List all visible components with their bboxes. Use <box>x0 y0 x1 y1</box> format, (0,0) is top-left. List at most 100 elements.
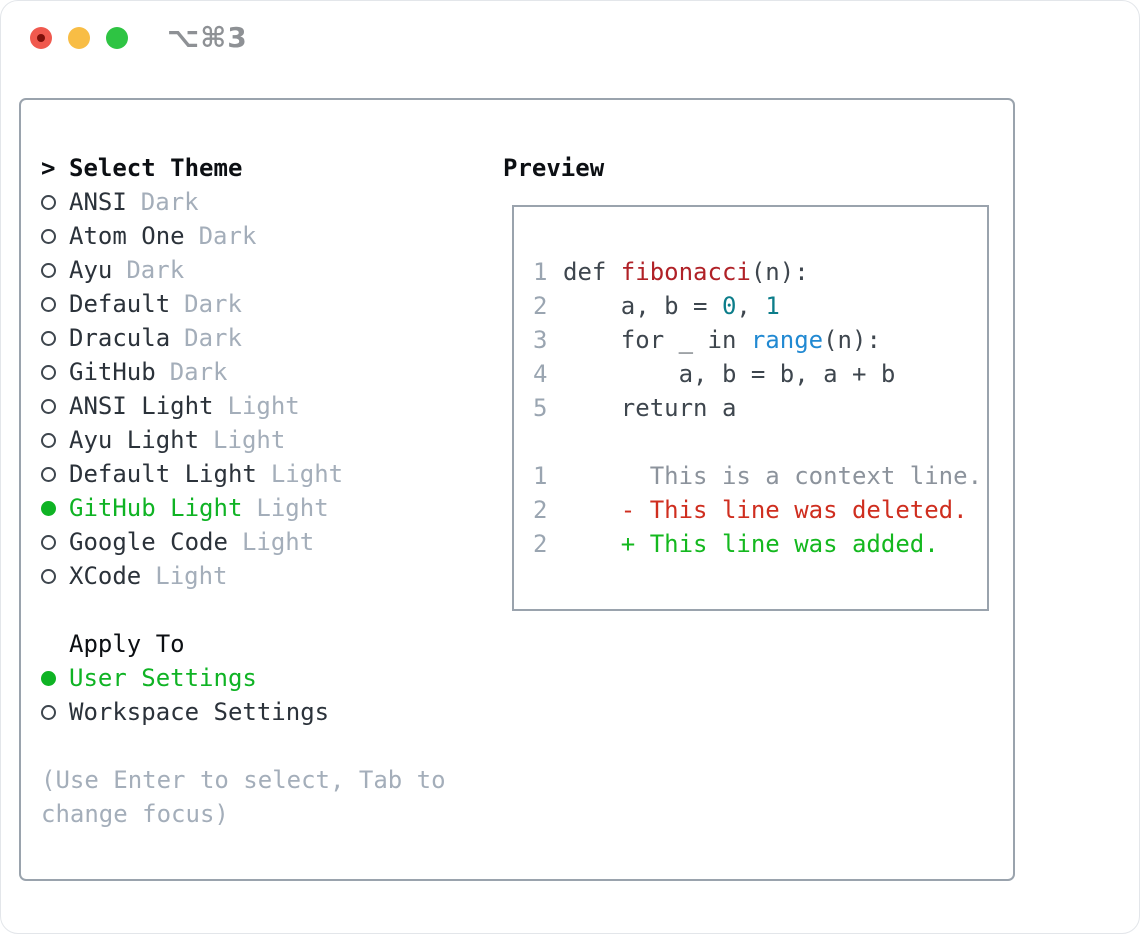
theme-item-ansi[interactable]: ANSI Dark <box>41 185 343 219</box>
theme-item-variant: Dark <box>184 324 242 352</box>
theme-item-variant: Dark <box>198 222 257 250</box>
radio-icon <box>41 534 56 550</box>
code-segment-code: a, b = <box>563 292 722 320</box>
theme-item-github[interactable]: GitHub Dark <box>41 355 343 389</box>
line-number: 2 <box>533 496 548 524</box>
theme-list-header: > Select Theme <box>41 151 343 185</box>
theme-item-variant: Light <box>155 562 228 590</box>
line-number: 5 <box>533 394 548 422</box>
preview-title: Preview <box>503 154 605 182</box>
code-segment-code: (n): <box>750 258 809 286</box>
theme-item-label: GitHub Light <box>69 494 243 522</box>
theme-item-variant: Dark <box>126 256 185 284</box>
radio-icon <box>41 466 56 482</box>
code-line: 3 for _ in range(n): <box>533 323 977 357</box>
unsaved-changes-dot <box>37 34 45 42</box>
radio-icon <box>41 228 56 244</box>
line-number: 3 <box>533 326 548 354</box>
code-segment-code: a, b = b, a + b <box>563 360 896 388</box>
diff-deleted-line: 2 - This line was deleted. <box>533 493 977 527</box>
theme-item-ayu[interactable]: Ayu Dark <box>41 253 343 287</box>
radio-icon <box>41 568 56 584</box>
blank-line <box>533 425 977 459</box>
traffic-lights <box>30 27 128 49</box>
theme-item-label: GitHub <box>69 358 156 386</box>
apply-option-label: User Settings <box>69 664 257 692</box>
code-segment-deleted: - This line was deleted. <box>563 496 968 524</box>
line-number: 2 <box>533 292 548 320</box>
theme-item-variant: Dark <box>140 188 199 216</box>
theme-item-variant: Light <box>213 426 286 454</box>
close-button[interactable] <box>30 27 52 49</box>
code-line: 5 return a <box>533 391 977 425</box>
theme-item-ayu-light[interactable]: Ayu Light Light <box>41 423 343 457</box>
line-number: 2 <box>533 530 548 558</box>
theme-item-atom-one[interactable]: Atom One Dark <box>41 219 343 253</box>
theme-item-dracula[interactable]: Dracula Dark <box>41 321 343 355</box>
radio-icon <box>41 364 56 380</box>
code-line: 4 a, b = b, a + b <box>533 357 977 391</box>
theme-item-label: Ayu <box>69 256 113 284</box>
theme-item-label: XCode <box>69 562 142 590</box>
zoom-button[interactable] <box>106 27 128 49</box>
theme-item-xcode[interactable]: XCode Light <box>41 559 343 593</box>
code-segment-added: + This line was added. <box>563 530 939 558</box>
radio-selected-icon <box>41 670 56 686</box>
diff-added-line: 2 + This line was added. <box>533 527 977 561</box>
window-title: ⌥⌘3 <box>167 21 248 54</box>
line-number: 1 <box>533 462 548 490</box>
radio-icon <box>41 262 56 278</box>
hint-line-1: (Use Enter to select, Tab to <box>41 766 446 794</box>
radio-icon <box>41 194 56 210</box>
code-segment-code: return a <box>563 394 737 422</box>
code-segment-literal: 1 <box>765 292 780 320</box>
theme-item-default[interactable]: Default Dark <box>41 287 343 321</box>
code-segment-code: (n): <box>823 326 881 354</box>
titlebar: ⌥⌘3 <box>1 1 1139 76</box>
theme-item-label: Ayu Light <box>69 426 200 454</box>
theme-item-variant: Light <box>241 528 315 556</box>
radio-selected-icon <box>41 500 56 516</box>
code-line: 2 a, b = 0, 1 <box>533 289 977 323</box>
code-segment-code: def <box>563 258 621 286</box>
theme-item-label: ANSI Light <box>69 392 214 420</box>
radio-icon <box>41 398 56 414</box>
apply-to-title: Apply To <box>69 630 185 658</box>
theme-item-label: Dracula <box>69 324 171 352</box>
code-segment-literal: 0 <box>721 292 737 320</box>
apply-to-header-row: Apply To <box>41 627 329 661</box>
radio-icon <box>41 432 56 448</box>
hint-text: (Use Enter to select, Tab to change focu… <box>41 763 446 831</box>
prompt-caret: > <box>41 154 56 182</box>
line-number: 4 <box>533 360 548 388</box>
apply-option-workspace-settings[interactable]: Workspace Settings <box>41 695 329 729</box>
theme-item-variant: Light <box>270 460 344 488</box>
apply-option-label: Workspace Settings <box>69 698 330 726</box>
theme-item-variant: Light <box>227 392 300 420</box>
theme-item-label: Atom One <box>69 222 185 250</box>
theme-list-title: Select Theme <box>69 154 243 182</box>
radio-icon <box>41 330 56 346</box>
code-segment-code: for _ in <box>563 326 751 354</box>
hint-line-2: change focus) <box>41 800 229 828</box>
minimize-button[interactable] <box>68 27 90 49</box>
theme-item-variant: Dark <box>169 358 228 386</box>
theme-item-ansi-light[interactable]: ANSI Light Light <box>41 389 343 423</box>
code-segment-context: This is a context line. <box>563 462 983 490</box>
theme-item-label: ANSI <box>69 188 127 216</box>
theme-item-label: Default <box>69 290 171 318</box>
radio-icon <box>41 704 56 720</box>
line-number: 1 <box>533 258 548 286</box>
theme-item-variant: Dark <box>184 290 242 318</box>
diff-context-line: 1 This is a context line. <box>533 459 982 493</box>
apply-option-user-settings[interactable]: User Settings <box>41 661 329 695</box>
